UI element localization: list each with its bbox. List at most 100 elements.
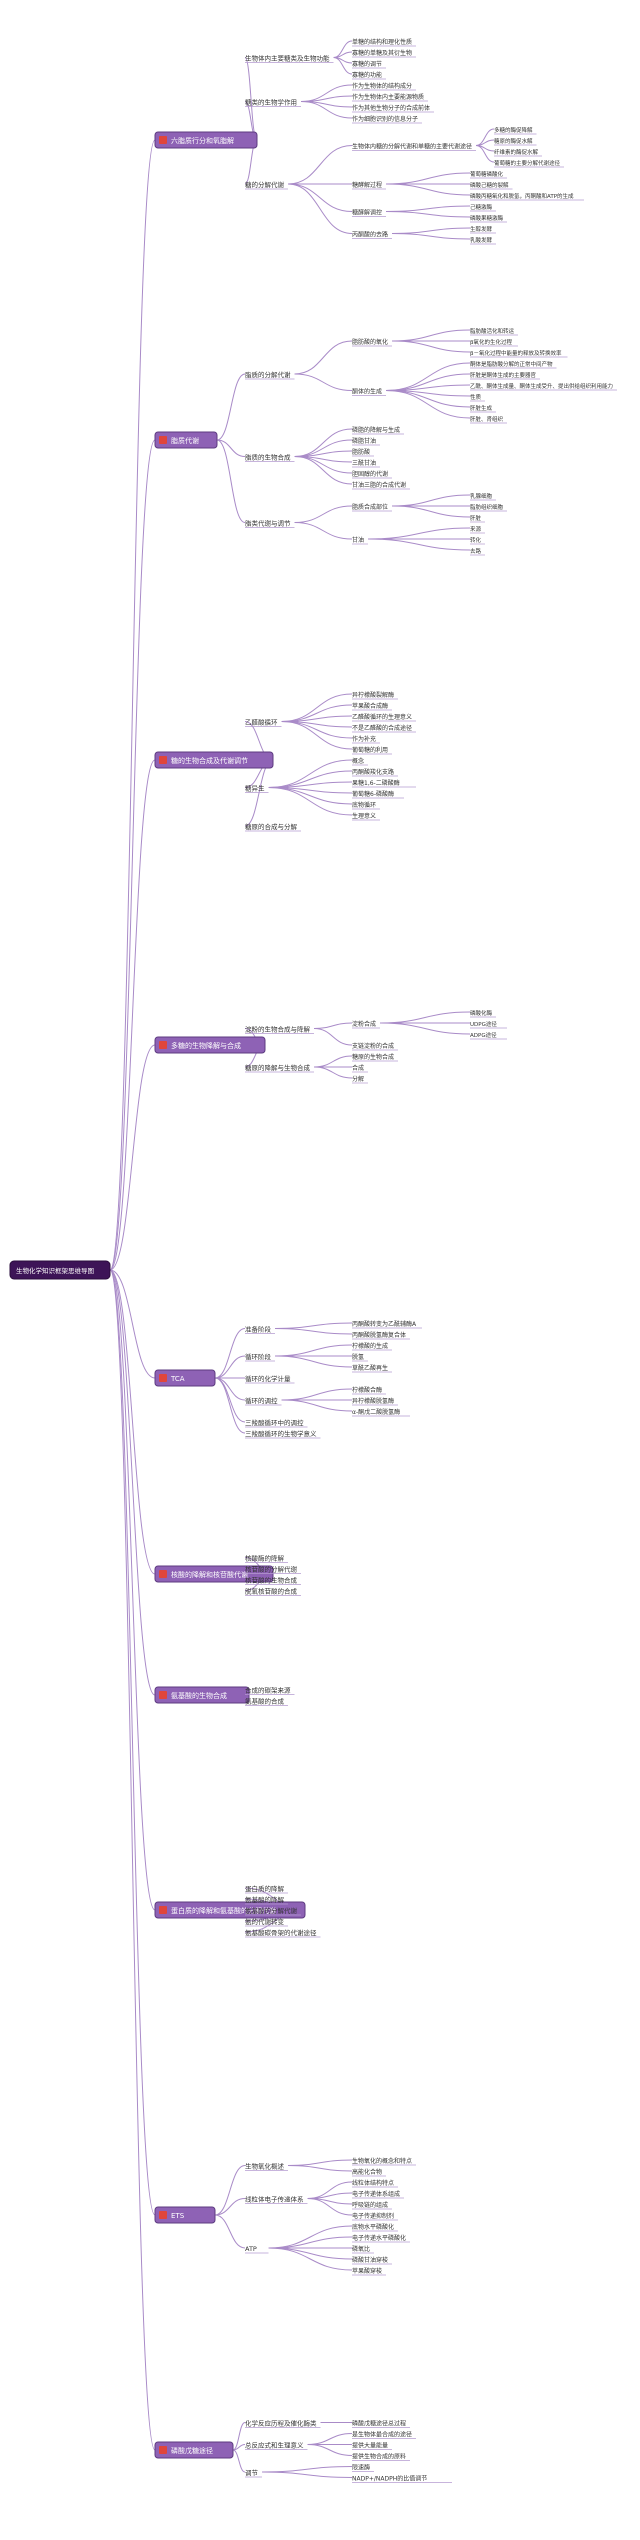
subtopic-node: 草酰乙酸再生: [352, 1364, 388, 1372]
detail-node: 葡萄糖的主要分解代谢途径: [494, 159, 561, 167]
branch-marker-icon: [159, 756, 167, 764]
subtopic-node: 磷脂甘油: [352, 437, 376, 445]
detail-node: 磷酸己糖的裂解: [470, 181, 509, 189]
detail-node: 糖原的酶促水解: [494, 137, 533, 145]
topic-node: 氨的代谢转变: [245, 1917, 285, 1926]
branch-marker-icon: [159, 1041, 167, 1049]
topic-node: 循环的化学计量: [245, 1374, 291, 1383]
detail-node: ADPG途径: [470, 1031, 497, 1039]
subtopic-node: 支链淀粉的合成: [352, 1042, 394, 1050]
subtopic-node: 底物水平磷酸化: [352, 2223, 394, 2231]
detail-node: 肝脏: [470, 514, 482, 522]
subtopic-node: 生理意义: [352, 812, 376, 820]
branch-node[interactable]: [154, 1565, 274, 1583]
subtopic-node: 电子传递体系组成: [352, 2190, 400, 2198]
detail-node: 肝脏是酮体生成的主要器官: [470, 371, 537, 379]
branch-marker-icon: [159, 2211, 167, 2219]
branch-node[interactable]: [154, 751, 274, 769]
topic-node: 脂类代谢与调节: [245, 519, 291, 528]
detail-node: 来源: [470, 525, 482, 533]
subtopic-node: 高能化合物: [352, 2168, 382, 2176]
subtopic-node: 磷酸戊糖途径总过程: [352, 2420, 406, 2428]
subtopic-node: 胆固醇的代谢: [352, 470, 388, 478]
detail-node: 葡萄糖磷酸化: [470, 170, 504, 178]
topic-node: 蛋白质的降解: [245, 1884, 285, 1893]
topic-node: 糖类的生物学作用: [245, 98, 297, 107]
branch-marker-icon: [159, 136, 167, 144]
subtopic-node: 电子传递水平磷酸化: [352, 2234, 406, 2242]
topic-node: 氨基酸的合成: [245, 1697, 285, 1706]
subtopic-node: 作为细胞识别的信息分子: [352, 115, 418, 123]
branch-node[interactable]: [154, 2441, 234, 2459]
topic-node: 脱氧核苷酸的合成: [245, 1587, 298, 1596]
subtopic-node: 三酰甘油: [352, 459, 376, 467]
topic-node: 核苷酸的生物合成: [245, 1576, 298, 1585]
detail-node: β氧化的生化过程: [470, 338, 513, 346]
topic-node: 调节: [245, 2468, 259, 2477]
branch-marker-icon: [159, 2446, 167, 2454]
topic-node: 化学反应历程及催化酶类: [245, 2419, 317, 2428]
branch-label: 氨基酸的生物合成: [171, 1691, 227, 1700]
topic-node: 氨基酸的分解代谢: [245, 1906, 298, 1915]
detail-node: UDPG途径: [470, 1020, 497, 1028]
subtopic-node: 底物循环: [352, 801, 376, 809]
branch-node[interactable]: [154, 1369, 216, 1387]
subtopic-node: 单糖的结构和理化性质: [352, 38, 412, 46]
subtopic-node: 淀粉合成: [352, 1020, 376, 1028]
branch-label: 六脂质行分和氧脂解: [171, 136, 234, 145]
branch-label: 糖的生物合成及代谢调节: [171, 756, 248, 765]
branch-label: ETS: [171, 2212, 185, 2220]
subtopic-node: 丙酮酸的去路: [352, 231, 388, 239]
topic-node: 糖的分解代谢: [245, 180, 285, 189]
branch-label: 磷酸戊糖途径: [171, 2446, 213, 2455]
topic-node: 生物氧化概述: [245, 2162, 285, 2171]
detail-node: β－氧化过程中能量的释放及转换效率: [470, 349, 562, 357]
branch-node[interactable]: [154, 1036, 266, 1054]
subtopic-node: 提供大量能量: [352, 2442, 388, 2450]
subtopic-node: 作为补充: [352, 735, 376, 743]
subtopic-node: 分解: [352, 1075, 364, 1083]
detail-node: 乳酸发酵: [470, 236, 493, 244]
branch-label: 多糖的生物降解与合成: [171, 1041, 241, 1050]
detail-node: 转化: [470, 536, 482, 544]
topic-node: 核苷酸的分解代谢: [245, 1565, 298, 1574]
branch-node[interactable]: [154, 131, 258, 149]
subtopic-node: 苹果酸合成酶: [352, 702, 388, 710]
branch-label: 核酸的降解和核苷酸代谢: [171, 1570, 248, 1579]
subtopic-node: 生物氧化的概念和特点: [352, 2157, 412, 2165]
subtopic-node: NADP+/NADPH的比值调节: [352, 2475, 427, 2483]
topic-node: 脂质的生物合成: [245, 453, 291, 462]
branch-node[interactable]: [154, 1686, 250, 1704]
topic-node: 生物体内主要糖类及生物功能: [245, 54, 330, 63]
branch-label: 脂质代谢: [171, 436, 199, 445]
branch-marker-icon: [159, 1570, 167, 1578]
branch-node[interactable]: [154, 2206, 216, 2224]
nodes: 生物化学知识框架思维导图六脂质行分和氧脂解生物体内主要糖类及生物功能单糖的结构和…: [9, 38, 617, 2483]
topic-node: 循环的调控: [245, 1396, 278, 1405]
subtopic-node: 作为生物体的结构成分: [352, 82, 412, 90]
detail-node: 纤维素的酶促水解: [494, 148, 539, 156]
detail-node: 肝脏生成: [470, 404, 493, 412]
detail-node: 去路: [470, 547, 482, 555]
subtopic-node: 脱氢: [352, 1353, 364, 1361]
detail-node: 磷酸化酶: [470, 1009, 493, 1017]
detail-node: 多糖的酶促降解: [494, 126, 533, 134]
topic-node: 准备阶段: [245, 1325, 272, 1334]
root-node[interactable]: [9, 1260, 111, 1280]
branch-marker-icon: [159, 436, 167, 444]
topic-node: 淀粉的生物合成与降解: [245, 1025, 311, 1034]
subtopic-node: 异柠檬酸脱氢酶: [352, 1397, 394, 1405]
topic-node: 糖原的降解与生物合成: [245, 1063, 311, 1072]
subtopic-node: 糖原的生物合成: [352, 1053, 394, 1061]
subtopic-node: 寡糖的调节: [352, 60, 382, 68]
subtopic-node: 提供生物合成的原料: [352, 2453, 406, 2461]
topic-node: 合成的碳架来源: [245, 1686, 291, 1695]
branch-node[interactable]: [154, 1901, 306, 1919]
subtopic-node: 丙酮酸脱氢酶复合体: [352, 1331, 406, 1339]
branch-node[interactable]: [154, 431, 218, 449]
topic-node: ATP: [245, 2245, 257, 2253]
subtopic-node: 果糖1,6-二磷酸酶: [352, 779, 400, 787]
detail-node: 肝脏、肾组织: [470, 415, 504, 423]
subtopic-node: 不是乙醛酸的合成途径: [352, 724, 412, 732]
